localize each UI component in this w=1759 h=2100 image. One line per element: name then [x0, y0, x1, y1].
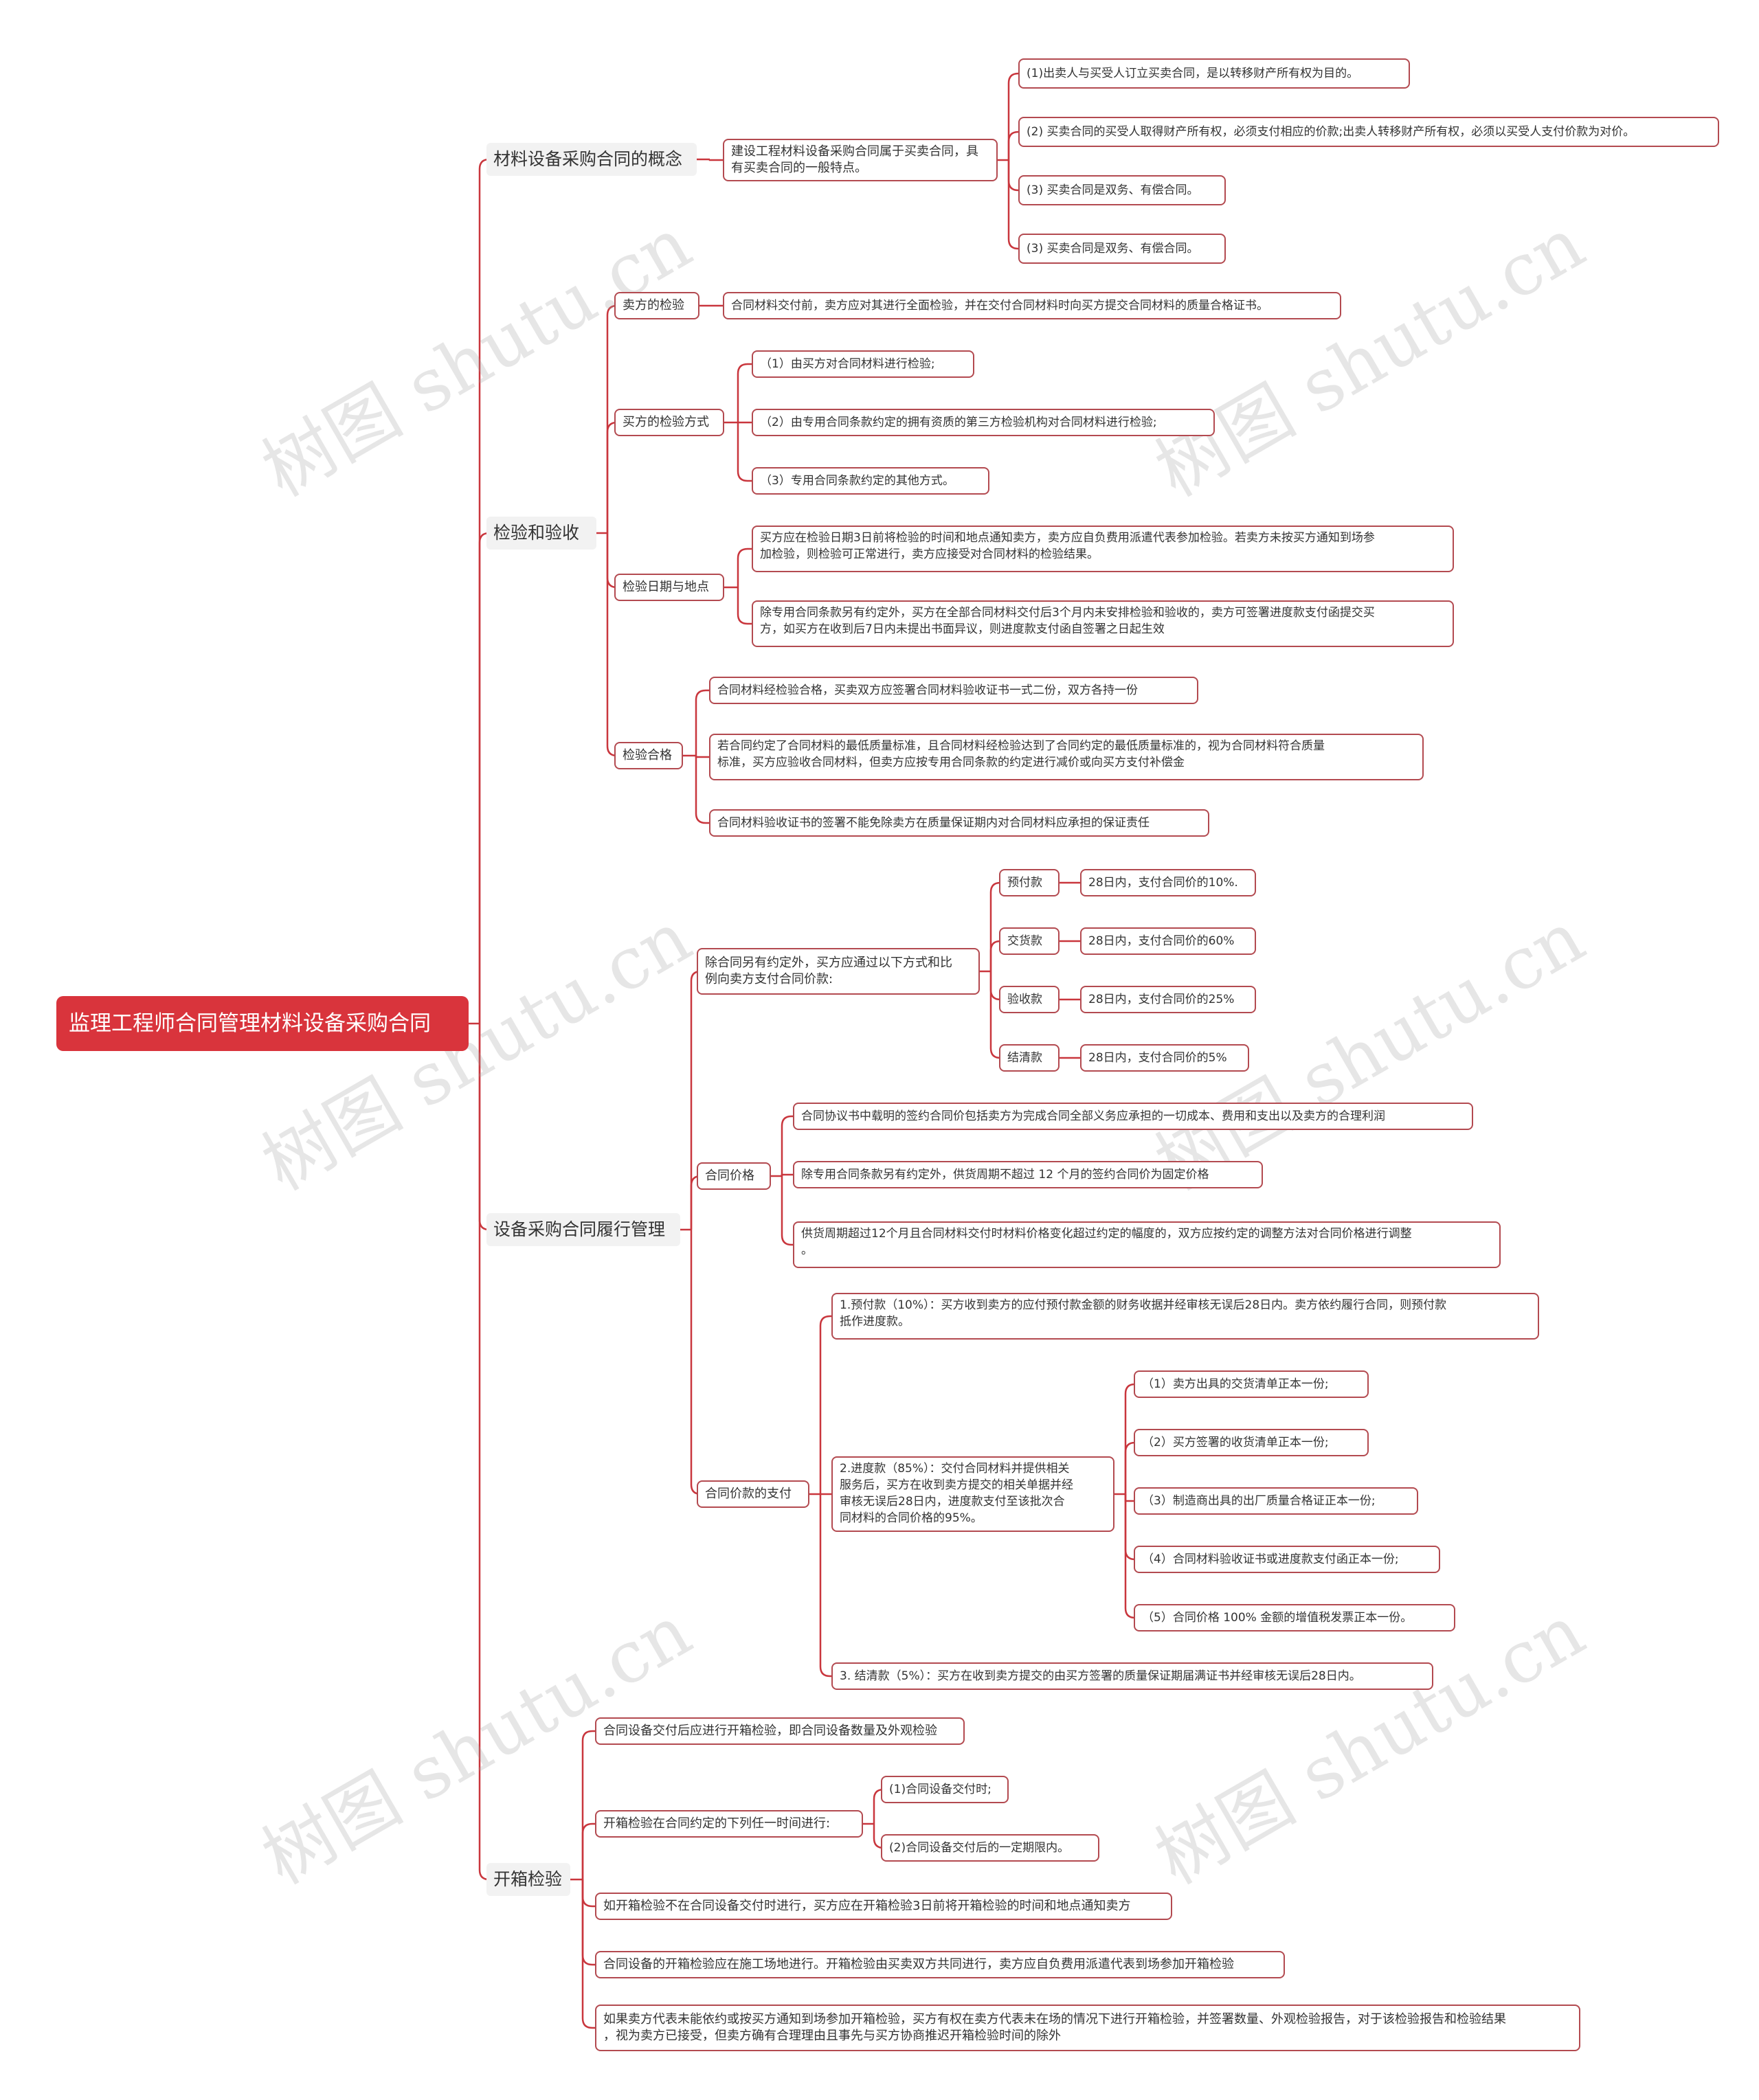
connector-branch [1007, 160, 1019, 250]
leaf-topic-node[interactable]: 28日内，支付合同价的5% [1080, 1044, 1249, 1072]
leaf-topic-node[interactable]: （2）买方签署的收货清单正本一份; [1134, 1429, 1369, 1456]
sub-topic-node[interactable]: 合同价款的支付 [697, 1480, 809, 1508]
leaf-topic-node[interactable]: （5）合同价格 100% 金额的增值税发票正本一份。 [1134, 1604, 1455, 1632]
connector-branch [606, 533, 618, 757]
leaf-topic-node[interactable]: 除专用合同条款另有约定外，供货周期不超过 12 个月的签约合同价为固定价格 [793, 1161, 1263, 1188]
main-branch-node[interactable]: 材料设备采购合同的概念 [486, 143, 697, 176]
sub-topic-node[interactable]: 卖方的检验 [614, 292, 699, 319]
main-branch-node[interactable]: 设备采购合同履行管理 [486, 1213, 680, 1246]
connector-branch [478, 532, 490, 1024]
root-topic-node[interactable]: 监理工程师合同管理材料设备采购合同 [56, 996, 469, 1051]
connector-branch [781, 1173, 793, 1176]
connector-branch [1007, 72, 1019, 160]
leaf-topic-node[interactable]: (3) 买卖合同是双务、有偿合同。 [1018, 175, 1226, 205]
connector-branch [737, 363, 752, 422]
connector-branch [581, 1879, 595, 2029]
connector-branch [737, 587, 752, 625]
connector-branch [695, 756, 709, 824]
connector-branch [690, 1230, 702, 1495]
connector-branch [478, 1024, 490, 1231]
leaf-topic-node[interactable]: （3）专用合同条款约定的其他方式。 [752, 467, 989, 495]
sub-topic-node[interactable]: 合同设备的开箱检验应在施工场地进行。开箱检验由买卖双方共同进行，卖方应自负费用派… [595, 1951, 1285, 1978]
leaf-topic-node[interactable]: （4）合同材料验收证书或进度款支付函正本一份; [1134, 1546, 1440, 1573]
connector-branch [478, 158, 490, 1024]
leaf-topic-node[interactable]: (2) 买卖合同的买受人取得财产所有权，必须支付相应的价款;出卖人转移财产所有权… [1018, 117, 1719, 147]
sub-topic-node[interactable]: 买方的检验方式 [614, 409, 724, 436]
leaf-topic-node[interactable]: 买方应在检验日期3日前将检验的时间和地点通知卖方，卖方应自负费用派遣代表参加检验… [752, 526, 1454, 572]
leaf-topic-node[interactable]: （3）制造商出具的出厂质量合格证正本一份; [1134, 1487, 1418, 1515]
connector-branch [737, 422, 752, 482]
leaf-topic-node[interactable]: 2.进度款（85%）：交付合同材料并提供相关 服务后，买方在收到卖方提交的相关单… [831, 1456, 1114, 1532]
connector-branch [819, 1315, 831, 1494]
leaf-topic-node[interactable]: 交货款 [999, 927, 1060, 955]
main-branch-node[interactable]: 开箱检验 [486, 1863, 570, 1896]
connector-branch [708, 159, 723, 161]
sub-topic-node[interactable]: 检验合格 [614, 742, 683, 769]
leaf-topic-node[interactable]: 若合同约定了合同材料的最低质量标准，且合同材料经检验达到了合同约定的最低质量标准… [709, 734, 1424, 780]
connector-branch [819, 1494, 831, 1678]
leaf-topic-node[interactable]: 合同材料经检验合格，买卖双方应签署合同材料验收证书一式二份，双方各持一份 [709, 677, 1198, 704]
connector-branch [581, 1730, 595, 1879]
connector-branch [989, 971, 1001, 1059]
connector-branch [581, 1822, 595, 1879]
sub-topic-node[interactable]: 如开箱检验不在合同设备交付时进行，买方应在开箱检验3日前将开箱检验的时间和地点通… [595, 1893, 1172, 1920]
leaf-topic-node[interactable]: 28日内，支付合同价的25% [1080, 986, 1256, 1013]
leaf-topic-node[interactable]: 预付款 [999, 869, 1060, 896]
main-branch-node[interactable]: 检验和验收 [486, 517, 596, 550]
leaf-topic-node[interactable]: （2）由专用合同条款约定的拥有资质的第三方检验机构对合同材料进行检验; [752, 409, 1215, 436]
leaf-topic-node[interactable]: 合同材料交付前，卖方应对其进行全面检验，并在交付合同材料时向买方提交合同材料的质… [723, 292, 1341, 319]
connector-branch [1007, 160, 1019, 192]
leaf-topic-node[interactable]: (1)合同设备交付时; [881, 1776, 1009, 1803]
connector-branch [478, 1024, 490, 1881]
sub-topic-node[interactable]: 检验日期与地点 [614, 574, 724, 601]
sub-topic-node[interactable]: 开箱检验在合同约定的下列任一时间进行: [595, 1810, 863, 1838]
leaf-topic-node[interactable]: 合同协议书中载明的签约合同价包括卖方为完成合同全部义务应承担的一切成本、费用和支… [793, 1103, 1473, 1130]
connector-branch [737, 547, 752, 587]
leaf-topic-node[interactable]: 供货周期超过12个月且合同材料交付时材料价格变化超过约定的幅度的，双方应按约定的… [793, 1221, 1501, 1268]
connector-branch [606, 421, 618, 533]
leaf-topic-node[interactable]: 3. 结清款（5%）：买方在收到卖方提交的由买方签署的质量保证期届满证书并经审核… [831, 1662, 1433, 1690]
leaf-topic-node[interactable]: （1）由买方对合同材料进行检验; [752, 350, 974, 378]
leaf-topic-node[interactable]: 结清款 [999, 1044, 1060, 1072]
connector-branch [581, 1879, 595, 1908]
connector-branch [781, 1115, 793, 1176]
sub-topic-node[interactable]: 建设工程材料设备采购合同属于买卖合同，具 有买卖合同的一般特点。 [723, 139, 998, 181]
connector-branch [695, 689, 709, 756]
sub-topic-node[interactable]: 如果卖方代表未能依约或按买方通知到场参加开箱检验，买方有权在卖方代表未在场的情况… [595, 2005, 1580, 2051]
connector-branch [1124, 1494, 1134, 1502]
sub-topic-node[interactable]: 合同设备交付后应进行开箱检验，即合同设备数量及外观检验 [595, 1717, 965, 1745]
leaf-topic-node[interactable]: 合同材料验收证书的签署不能免除卖方在质量保证期内对合同材料应承担的保证责任 [709, 809, 1209, 837]
sub-topic-node[interactable]: 除合同另有约定外，买方应通过以下方式和比 例向卖方支付合同价款: [697, 948, 980, 995]
leaf-topic-node[interactable]: 28日内，支付合同价的60% [1080, 927, 1256, 955]
leaf-topic-node[interactable]: (1)出卖人与买受人订立买卖合同，是以转移财产所有权为目的。 [1018, 58, 1410, 89]
leaf-topic-node[interactable]: 1.预付款（10%）：买方收到卖方的应付预付款金额的财务收据并经审核无误后28日… [831, 1293, 1539, 1340]
leaf-topic-node[interactable]: (3) 买卖合同是双务、有偿合同。 [1018, 234, 1226, 264]
connector-branch [781, 1176, 793, 1246]
connector-branch [690, 970, 702, 1230]
connector-branch [1007, 131, 1019, 160]
leaf-topic-node[interactable]: （1）卖方出具的交货清单正本一份; [1134, 1370, 1369, 1398]
sub-topic-node[interactable]: 合同价格 [697, 1162, 771, 1190]
leaf-topic-node[interactable]: 除专用合同条款另有约定外，买方在全部合同材料交付后3个月内未安排检验和验收的，卖… [752, 600, 1454, 647]
connector-branch [695, 756, 709, 758]
connector-branch [581, 1879, 595, 1966]
leaf-topic-node[interactable]: (2)合同设备交付后的一定期限内。 [881, 1834, 1099, 1862]
leaf-topic-node[interactable]: 28日内，支付合同价的10%. [1080, 869, 1256, 896]
leaf-topic-node[interactable]: 验收款 [999, 986, 1060, 1013]
connector-branch [989, 881, 1001, 971]
